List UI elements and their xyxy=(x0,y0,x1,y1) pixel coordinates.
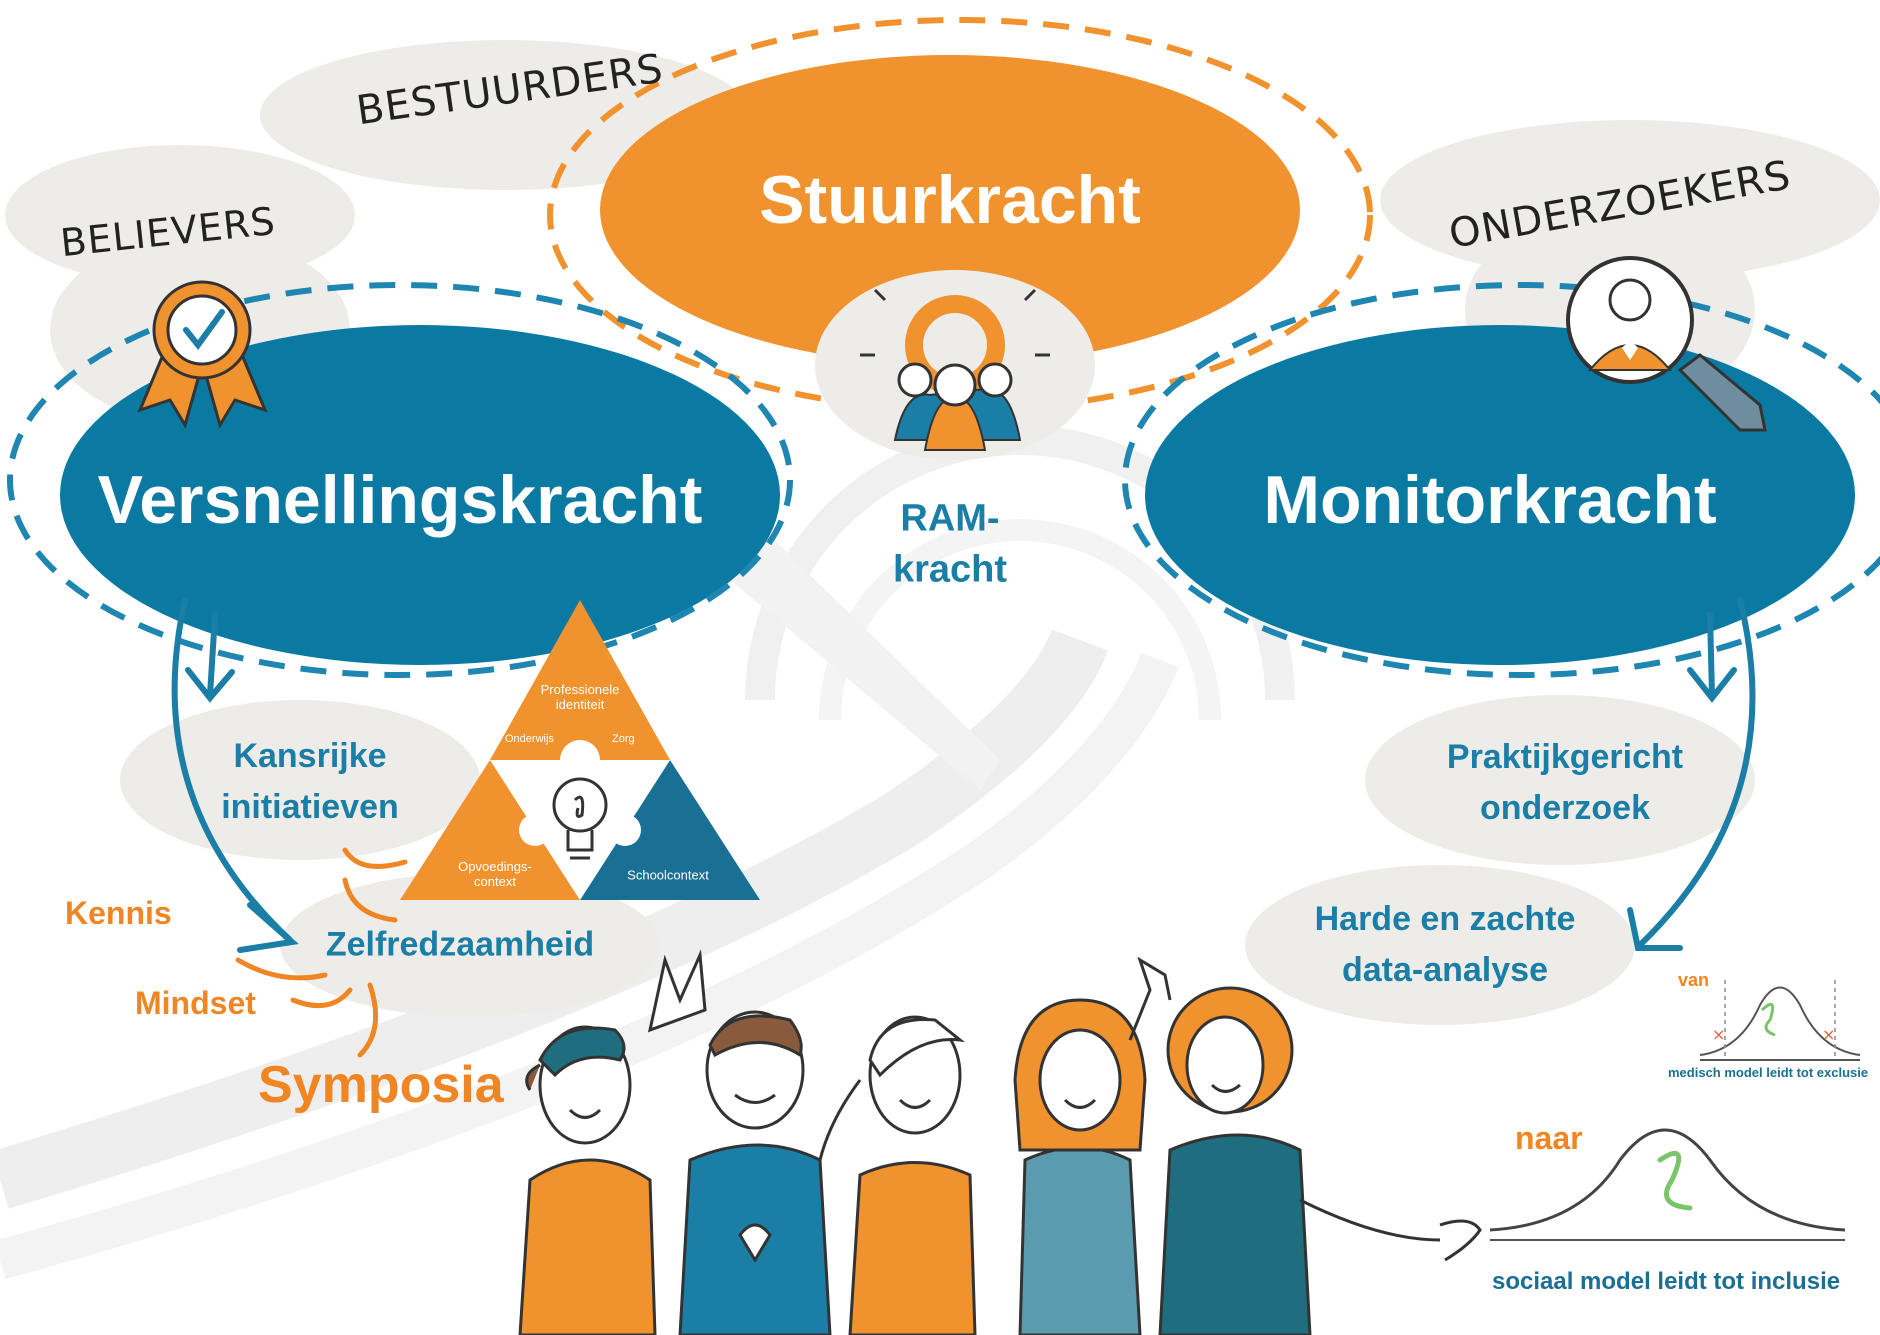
data-bubble xyxy=(1245,865,1635,1025)
ram-kracht-line1: RAM- xyxy=(900,497,1000,540)
onderzoekers-bubble xyxy=(1380,120,1880,280)
data-line2: data-analyse xyxy=(1341,951,1548,989)
medisch-model-caption: medisch model leidt tot exclusie xyxy=(1668,1065,1869,1080)
praktijk-line2: onderzoek xyxy=(1479,789,1651,827)
triangle-onderwijs-label: Onderwijs xyxy=(505,733,554,745)
zelfredzaamheid-label: Zelfredzaamheid xyxy=(325,925,595,964)
magnifier-person-icon xyxy=(1566,256,1767,432)
left-arrow xyxy=(171,597,299,953)
kansrijke-label: Kansrijke initiatieven xyxy=(221,731,399,833)
monitorkracht-title: Monitorkracht xyxy=(1263,462,1717,538)
monitorkracht-dashed-ring xyxy=(1122,282,1880,678)
triangle-left-label: Opvoedings- context xyxy=(458,859,532,890)
mindset-label: Mindset xyxy=(135,985,256,1021)
right-arrow xyxy=(1627,597,1756,951)
orange-swooshes xyxy=(235,847,408,1058)
stuurkracht-ellipse xyxy=(600,55,1300,365)
lightbulb-icon xyxy=(552,777,608,860)
triangle-left-line2: context xyxy=(474,874,516,889)
person-5 xyxy=(1158,986,1482,1335)
triangle-top-line2: identiteit xyxy=(555,697,605,712)
van-label: van xyxy=(1678,970,1710,990)
versnellingskracht-dashed-ring xyxy=(7,282,793,678)
people-group xyxy=(518,949,1482,1335)
triangle-zorg-label: Zorg xyxy=(612,733,635,745)
triangle-model xyxy=(400,600,760,900)
kansrijke-bubble xyxy=(120,700,480,860)
monitorkracht-ellipse xyxy=(1145,325,1855,665)
versnellingskracht-title: Versnellingskracht xyxy=(97,462,703,538)
triangle-top-label: Professionele identiteit xyxy=(540,682,620,713)
triangle-right-label: Schoolcontext xyxy=(627,867,709,883)
zelfredzaamheid-bubble xyxy=(280,873,660,1017)
ram-kracht-label: RAM- kracht xyxy=(893,494,1007,597)
triangle-left-line1: Opvoedings- xyxy=(458,859,532,875)
triangle-top-line1: Professionele xyxy=(540,682,620,698)
badge-check-icon xyxy=(137,280,268,429)
symposia-label: Symposia xyxy=(258,1056,504,1114)
ram-kracht-line2: kracht xyxy=(892,549,1008,591)
svg-text:×: × xyxy=(1822,1025,1835,1044)
medisch-model-chart: × × xyxy=(1699,980,1861,1061)
naar-label: naar xyxy=(1515,1120,1583,1156)
data-analyse-label: Harde en zachte data-analyse xyxy=(1315,894,1576,996)
stuurkracht-title: Stuurkracht xyxy=(759,162,1141,238)
praktijk-bubble xyxy=(1365,695,1755,865)
person-4 xyxy=(1013,956,1172,1335)
stuurkracht-dashed-ring xyxy=(547,17,1373,413)
kennis-label: Kennis xyxy=(65,895,172,931)
person-2 xyxy=(678,1010,832,1335)
kansrijke-line1: Kansrijke xyxy=(233,737,387,775)
kansrijke-line2: initiatieven xyxy=(221,788,399,826)
team-gear-icon xyxy=(860,288,1050,451)
svg-text:×: × xyxy=(1712,1025,1725,1044)
sociaal-model-chart xyxy=(1489,1128,1846,1241)
praktijk-label: Praktijkgericht onderzoek xyxy=(1447,732,1683,834)
data-line1: Harde en zachte xyxy=(1314,900,1576,938)
person-1 xyxy=(518,949,707,1335)
praktijk-line1: Praktijkgericht xyxy=(1446,738,1684,776)
versnellingskracht-ellipse xyxy=(60,325,780,665)
person-3 xyxy=(818,1015,977,1335)
sociaal-model-caption: sociaal model leidt tot inclusie xyxy=(1492,1268,1841,1295)
